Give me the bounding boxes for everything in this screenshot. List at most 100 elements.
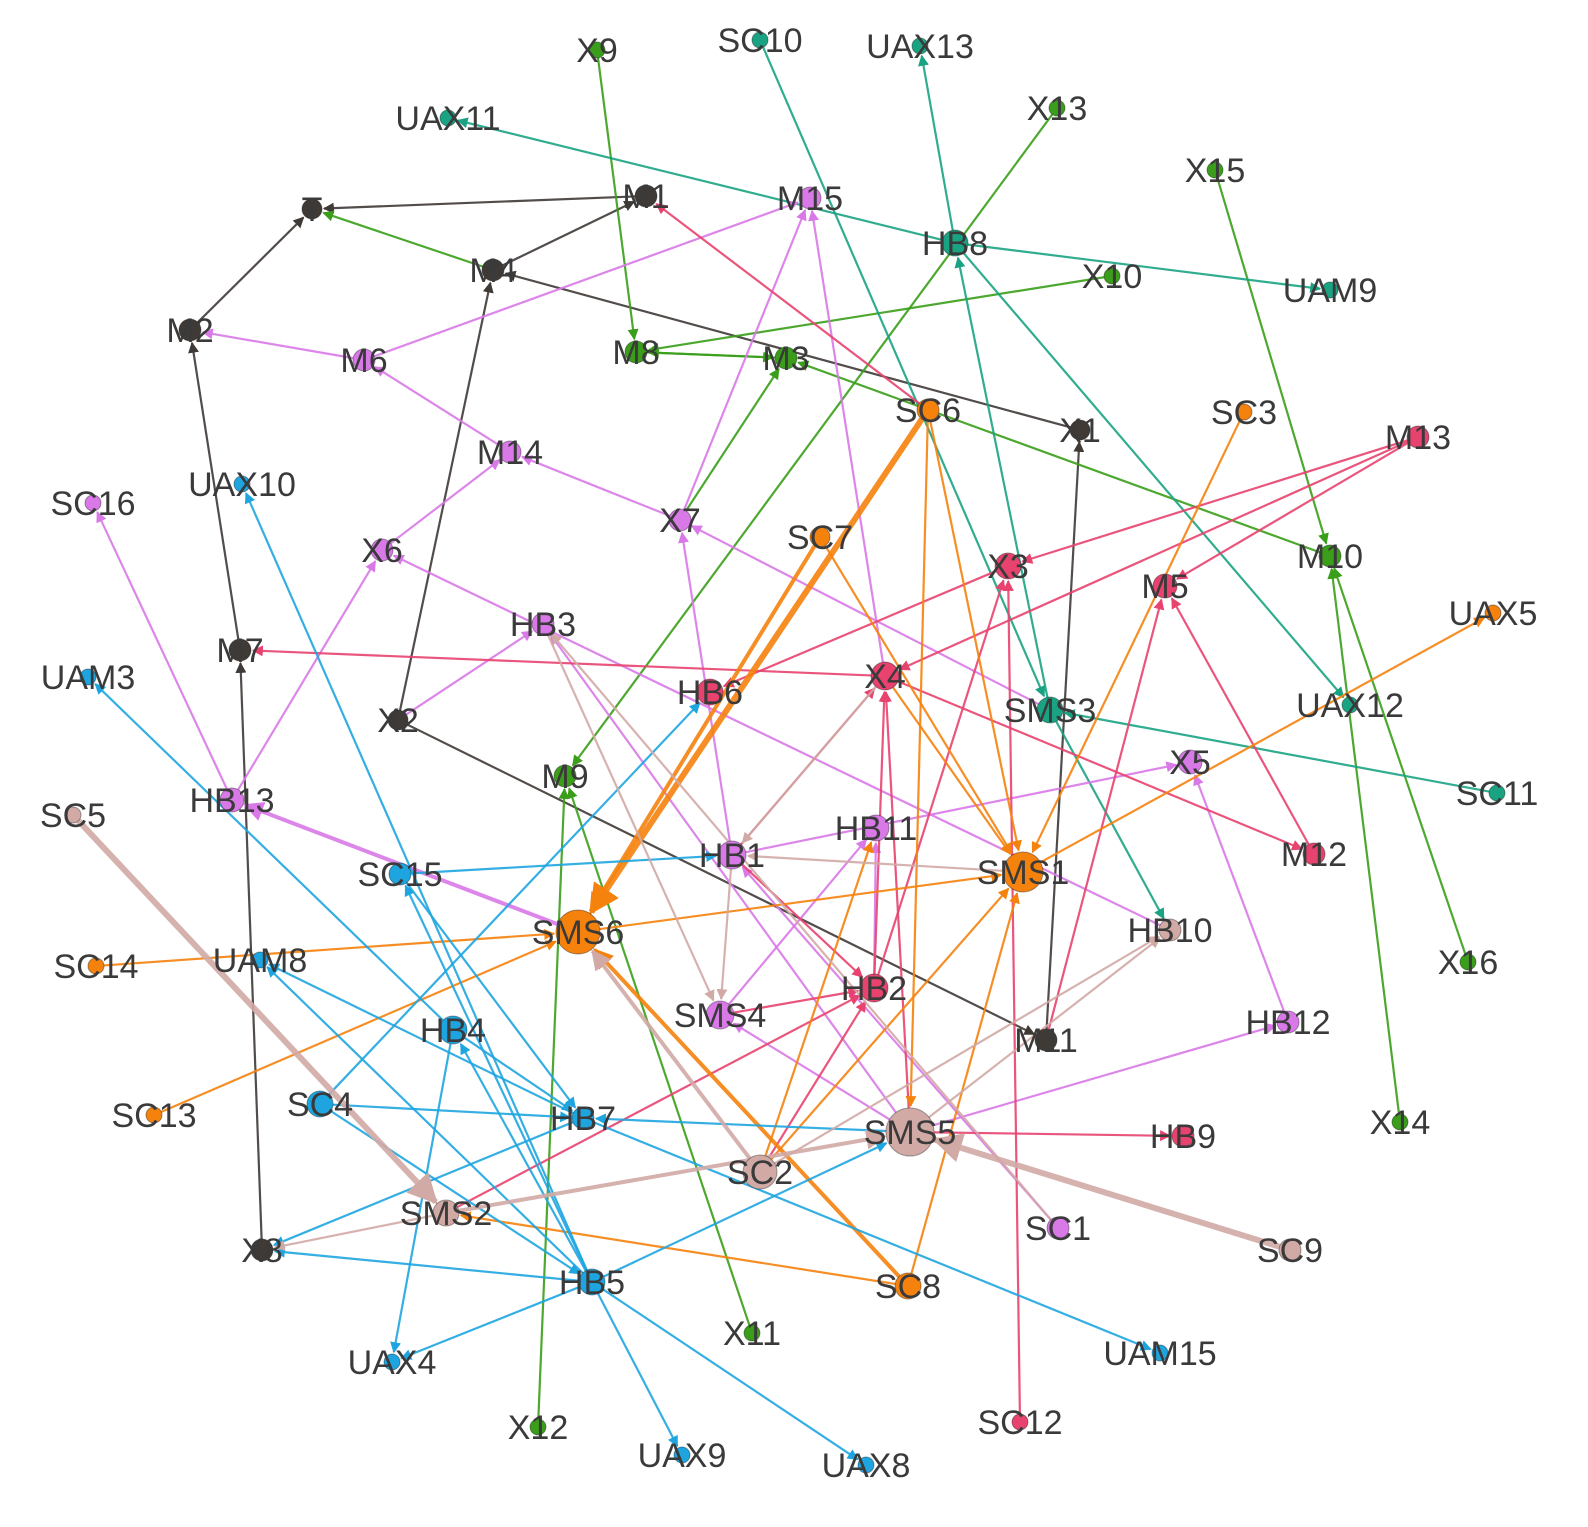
node-m8[interactable] [624, 340, 648, 364]
node-sc16[interactable] [84, 494, 102, 512]
node-hb9[interactable] [1171, 1124, 1195, 1148]
edge-sc15-to-hb7 [405, 882, 577, 1109]
node-hb2[interactable] [859, 973, 889, 1003]
node-x4[interactable] [870, 661, 900, 691]
node-x10[interactable] [1103, 267, 1121, 285]
node-sc2[interactable] [742, 1154, 778, 1190]
node-label-sc13: SC13 [111, 1097, 196, 1135]
node-m12[interactable] [1302, 842, 1326, 866]
node-uax13[interactable] [911, 37, 929, 55]
node-uam15[interactable] [1151, 1344, 1169, 1362]
node-m5[interactable] [1152, 573, 1178, 599]
node-sc5[interactable] [64, 806, 82, 824]
node-sms5[interactable] [885, 1107, 935, 1157]
node-sc4[interactable] [306, 1090, 334, 1118]
edge-hb5-to-sms5 [603, 1142, 888, 1278]
node-sms6[interactable] [555, 909, 601, 955]
node-hb6[interactable] [696, 678, 724, 706]
node-sc7[interactable] [809, 526, 831, 548]
edge-sms5-to-hb10 [928, 937, 1161, 1119]
node-m1[interactable] [634, 184, 658, 208]
node-sc3[interactable] [1235, 403, 1253, 421]
node-label-m2: M2 [166, 312, 213, 350]
edge-sms5-to-x4 [880, 690, 910, 1109]
node-uax11[interactable] [439, 109, 457, 127]
node-sc8[interactable] [894, 1272, 922, 1300]
node-label-m9: M9 [541, 758, 588, 796]
node-sc10[interactable] [751, 31, 769, 49]
node-hb3[interactable] [531, 612, 555, 636]
node-hb4[interactable] [438, 1015, 468, 1045]
node-t[interactable] [301, 198, 323, 220]
node-hb1[interactable] [717, 840, 747, 870]
node-label-uam15: UAM15 [1103, 1335, 1216, 1373]
node-hb7[interactable] [571, 1106, 595, 1130]
node-sc13[interactable] [145, 1106, 163, 1124]
node-x5[interactable] [1177, 749, 1203, 775]
node-uax8[interactable] [857, 1456, 875, 1474]
node-x12[interactable] [529, 1418, 547, 1436]
node-label-sc8: SC8 [875, 1268, 941, 1306]
edge-hb4-to-uam3 [94, 683, 444, 1022]
node-sc11[interactable] [1488, 784, 1506, 802]
node-x3[interactable] [994, 552, 1022, 580]
node-sms4[interactable] [705, 1000, 735, 1030]
node-m7[interactable] [228, 638, 252, 662]
node-x8[interactable] [250, 1238, 274, 1262]
node-hb11[interactable] [862, 814, 890, 842]
node-label-sms2: SMS2 [400, 1195, 493, 1233]
node-sc9[interactable] [1278, 1238, 1302, 1262]
node-m9[interactable] [553, 764, 577, 788]
edge-sms3-to-x7 [690, 524, 1039, 706]
node-m6[interactable] [352, 348, 376, 372]
node-sms1[interactable] [1002, 851, 1044, 893]
node-m3[interactable] [774, 346, 798, 370]
node-label-x8: X8 [241, 1232, 283, 1270]
node-uax5[interactable] [1484, 604, 1502, 622]
node-x9[interactable] [588, 41, 606, 59]
node-x11[interactable] [743, 1324, 761, 1342]
node-sc12[interactable] [1011, 1413, 1029, 1431]
node-hb10[interactable] [1158, 918, 1182, 942]
node-label-sc7: SC7 [787, 519, 853, 557]
edge-sc6-to-sms1 [929, 420, 1022, 852]
node-label-sc12: SC12 [977, 1404, 1062, 1442]
node-sc14[interactable] [87, 957, 105, 975]
node-uam8[interactable] [251, 951, 269, 969]
node-x13[interactable] [1048, 99, 1066, 117]
node-uam3[interactable] [79, 668, 97, 686]
node-m4[interactable] [481, 258, 505, 282]
node-label-hb3: HB3 [510, 606, 576, 644]
node-sc15[interactable] [388, 862, 412, 886]
node-uax10[interactable] [233, 475, 251, 493]
node-hb13[interactable] [219, 787, 245, 813]
edge-x15-to-m10 [1216, 177, 1329, 545]
node-uax12[interactable] [1341, 696, 1359, 714]
node-x6[interactable] [370, 538, 394, 562]
node-label-x3: X3 [987, 548, 1029, 586]
node-label-m13: M13 [1385, 419, 1451, 457]
node-uam9[interactable] [1321, 281, 1339, 299]
node-x7[interactable] [668, 508, 692, 532]
node-m13[interactable] [1406, 425, 1430, 449]
node-sc6[interactable] [916, 398, 940, 422]
node-uax9[interactable] [673, 1446, 691, 1464]
node-sms3[interactable] [1036, 696, 1064, 724]
node-hb12[interactable] [1276, 1010, 1300, 1034]
node-x16[interactable] [1459, 953, 1477, 971]
node-hb5[interactable] [578, 1268, 606, 1296]
node-sc1[interactable] [1046, 1216, 1070, 1240]
node-m2[interactable] [178, 318, 202, 342]
node-m11[interactable] [1034, 1028, 1058, 1052]
node-x14[interactable] [1391, 1113, 1409, 1131]
node-m10[interactable] [1318, 544, 1342, 568]
node-x15[interactable] [1206, 161, 1224, 179]
node-uax4[interactable] [383, 1353, 401, 1371]
node-label-m7: M7 [216, 632, 263, 670]
node-sms2[interactable] [432, 1199, 460, 1227]
node-m15[interactable] [798, 186, 822, 210]
node-hb8[interactable] [941, 229, 969, 257]
node-x2[interactable] [387, 709, 409, 731]
node-m14[interactable] [498, 440, 522, 464]
node-x1[interactable] [1069, 419, 1091, 441]
